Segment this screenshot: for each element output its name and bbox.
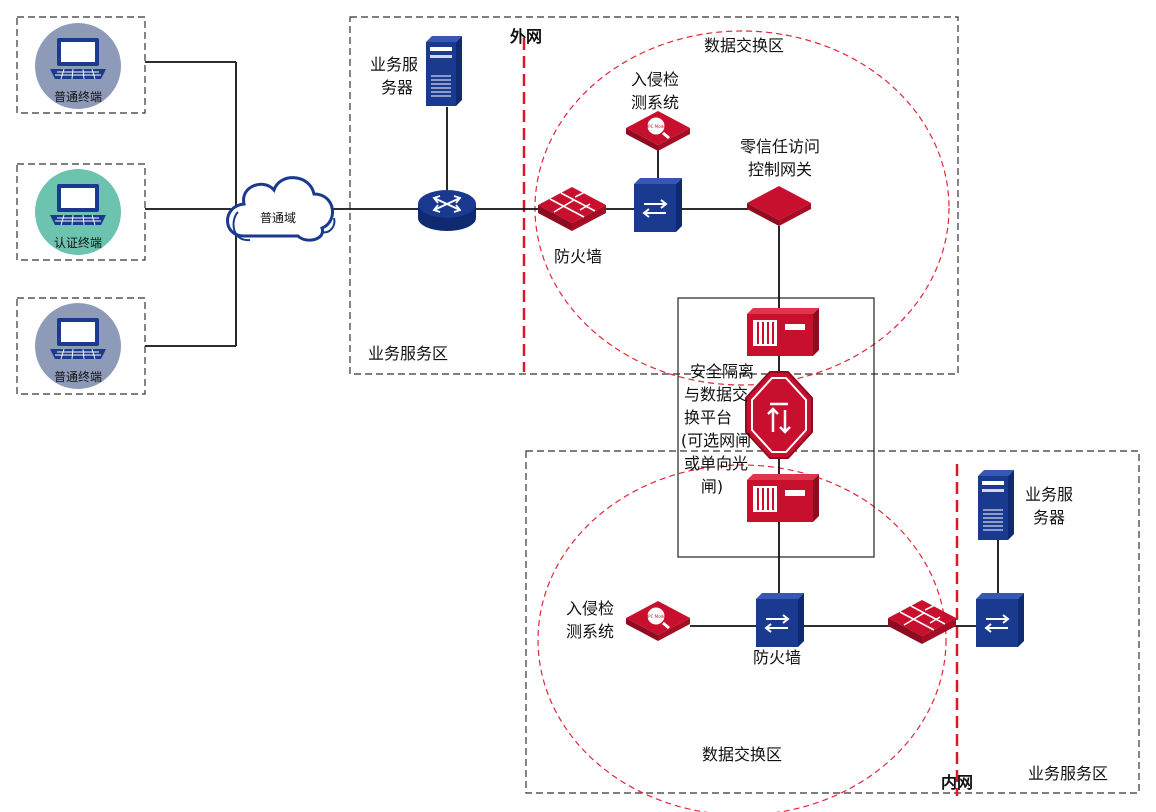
bottom-right-switch	[975, 592, 1025, 648]
ids-badge-label: DPC Model	[645, 124, 667, 129]
bottom-server-label-line2: 务器	[1033, 508, 1065, 527]
top-rack-server	[746, 307, 820, 357]
terminal-label: 认证终端	[54, 235, 102, 250]
terminal-normal-2: 普通终端	[35, 303, 121, 389]
common-domain-cloud: 普通域	[226, 176, 336, 242]
bottom-rack-server	[746, 473, 820, 523]
top-data-exchange-label: 数据交换区	[704, 36, 784, 55]
platform-label-line: 闸)	[701, 477, 723, 496]
laptop-icon	[49, 183, 107, 226]
platform-label-line: 或单向光	[684, 454, 748, 473]
isolation-platform-box	[677, 297, 875, 558]
platform-label-line: 换平台	[684, 408, 732, 427]
top-server-label-line1: 业务服	[370, 55, 418, 74]
platform-label-line: 安全隔离	[690, 362, 754, 381]
top-ids: 入侵检 测系统 DPC Model	[624, 70, 692, 153]
terminal-label: 普通终端	[54, 369, 102, 384]
ids-icon	[624, 109, 692, 153]
top-data-exchange-zone	[534, 30, 950, 386]
top-service-zone-label: 业务服务区	[368, 344, 448, 363]
bottom-data-exchange-zone	[537, 464, 947, 812]
bottom-firewall	[887, 599, 957, 645]
terminal-label: 普通终端	[54, 89, 102, 104]
bottom-ids-label-line1: 入侵检	[566, 599, 614, 618]
top-business-server: 业务服 务器	[370, 35, 463, 107]
bottom-data-exchange-label: 数据交换区	[702, 745, 782, 764]
bottom-ids: 入侵检 测系统 DPC Model	[566, 599, 692, 643]
bottom-service-zone-box	[525, 450, 1140, 794]
bottom-service-zone-label: 业务服务区	[1028, 764, 1108, 783]
bottom-firewall-label: 防火墙	[753, 648, 801, 667]
top-server-label-line2: 务器	[381, 78, 413, 97]
top-firewall: 防火墙	[537, 186, 607, 266]
top-switch	[633, 177, 683, 233]
top-service-zone-box	[349, 16, 959, 375]
cloud-label: 普通域	[260, 211, 296, 225]
bottom-switch	[755, 592, 805, 648]
laptop-icon	[49, 317, 107, 360]
terminal-normal-1: 普通终端	[35, 23, 121, 109]
cloud-icon	[226, 176, 334, 242]
bottom-ids-label-line2: 测系统	[566, 622, 614, 641]
exchange-arrows-icon	[767, 402, 791, 434]
top-ids-label-line2: 测系统	[631, 93, 679, 112]
zero-trust-gateway: 零信任访问 控制网关	[740, 137, 820, 226]
outer-network-label: 外网	[509, 27, 542, 46]
bottom-switch-group: 防火墙	[753, 592, 805, 667]
gateway-icon	[747, 186, 811, 226]
ids-icon	[624, 599, 692, 643]
gateway-label-line2: 控制网关	[748, 160, 812, 179]
ids-badge-label: DPC Model	[645, 614, 667, 619]
firewall-icon	[537, 186, 607, 232]
inner-network-label: 内网	[941, 773, 973, 792]
platform-label-line: (可选网闸	[681, 431, 751, 450]
router-arrows-icon	[432, 195, 462, 213]
laptop-icon	[49, 37, 107, 80]
platform-label: 安全隔离 与数据交 换平台 (可选网闸 或单向光 闸)	[681, 362, 754, 496]
platform-label-line: 与数据交	[684, 385, 748, 404]
bottom-server-label-line1: 业务服	[1025, 485, 1073, 504]
top-ids-label-line1: 入侵检	[631, 70, 679, 89]
server-icon	[977, 469, 1015, 541]
terminal-box	[16, 163, 146, 261]
isolation-exchange-device	[745, 371, 813, 459]
top-firewall-label: 防火墙	[554, 247, 602, 266]
terminal-box	[16, 16, 146, 114]
terminal-authenticated: 认证终端	[35, 169, 121, 255]
server-icon	[425, 35, 463, 107]
router	[418, 190, 476, 231]
gateway-label-line1: 零信任访问	[740, 137, 820, 156]
connection-lines	[145, 61, 999, 627]
bottom-business-server: 业务服 务器	[977, 469, 1073, 541]
